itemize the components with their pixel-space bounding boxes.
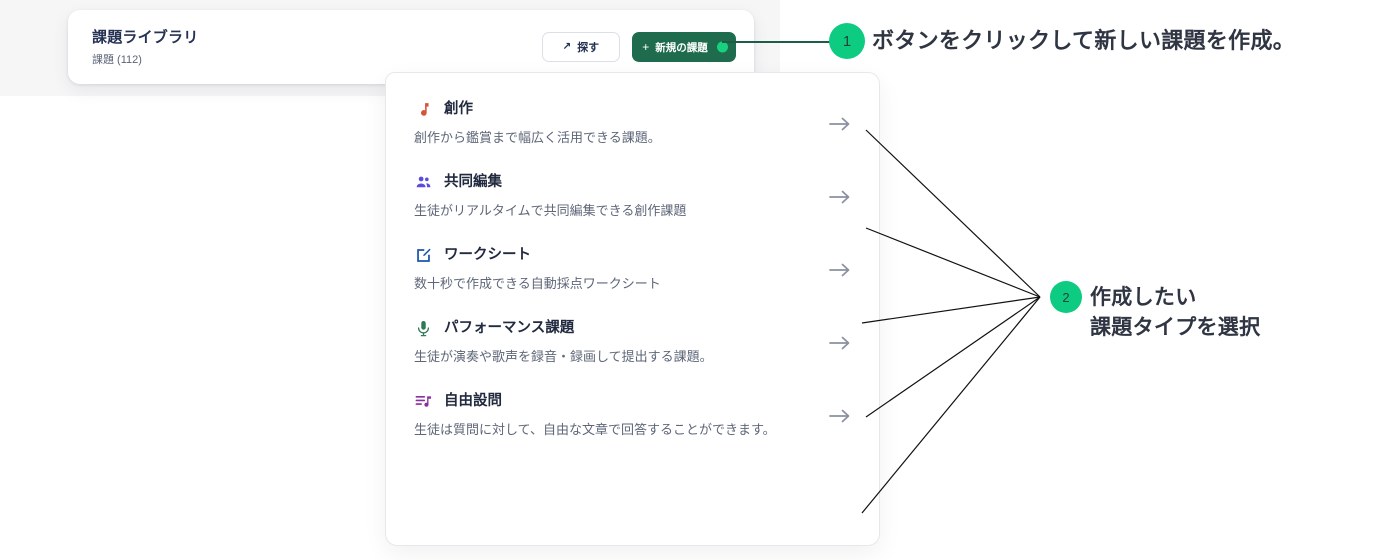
menu-item-title: パフォーマンス課題 — [444, 319, 575, 336]
header-actions: ↗ 探す + 新規の課題 — [542, 32, 736, 62]
menu-item-performance[interactable]: パフォーマンス課題 生徒が演奏や歌声を録音・録画して提出する課題。 — [386, 306, 879, 379]
arrow-up-right-icon: ↗ — [562, 41, 572, 52]
menu-item-head: 創作 — [414, 98, 801, 120]
microphone-icon — [417, 320, 430, 336]
menu-item-body: 共同編集 生徒がリアルタイムで共同編集できる創作課題 — [414, 171, 827, 222]
menu-item-worksheet[interactable]: ワークシート 数十秒で作成できる自動採点ワークシート — [386, 233, 879, 306]
menu-item-title: 創作 — [444, 100, 473, 117]
annotation-callout-1: ボタンをクリックして新しい課題を作成。 — [872, 25, 1295, 57]
menu-item-head: 共同編集 — [414, 171, 801, 193]
menu-item-body: 自由設問 生徒は質問に対して、自由な文章で回答することができます。 — [414, 390, 827, 441]
menu-item-title: 共同編集 — [444, 173, 502, 190]
explore-button[interactable]: ↗ 探す — [542, 32, 620, 62]
menu-item-head: 自由設問 — [414, 390, 801, 412]
plus-icon: + — [642, 40, 650, 54]
menu-item-description: 数十秒で作成できる自動採点ワークシート — [414, 276, 661, 291]
menu-item-body: 創作 創作から鑑賞まで幅広く活用できる課題。 — [414, 98, 827, 149]
annotation-badge-1-number: 1 — [842, 32, 852, 50]
annotation-callout-2-line1: 作成したい — [1090, 286, 1197, 309]
arrow-right-icon[interactable] — [827, 263, 853, 277]
assignment-type-menu: 創作 創作から鑑賞まで幅広く活用できる課題。 — [385, 72, 880, 546]
new-assignment-label: 新規の課題 — [655, 41, 708, 54]
annotation-callout-2-line2: 課題タイプを選択 — [1090, 316, 1261, 339]
arrow-right-icon[interactable] — [827, 409, 853, 423]
menu-item-head: パフォーマンス課題 — [414, 317, 801, 339]
annotation-badge-2: 2 — [1050, 281, 1082, 313]
page-title: 課題ライブラリ — [92, 28, 199, 46]
menu-item-head: ワークシート — [414, 244, 801, 266]
annotation-callout-2: 作成したい 課題タイプを選択 — [1090, 283, 1260, 343]
menu-item-collaboration[interactable]: 共同編集 生徒がリアルタイムで共同編集できる創作課題 — [386, 160, 879, 233]
menu-item-body: ワークシート 数十秒で作成できる自動採点ワークシート — [414, 244, 827, 295]
assignment-type-list: 創作 創作から鑑賞まで幅広く活用できる課題。 — [386, 73, 879, 452]
header-text-block: 課題ライブラリ 課題 (112) — [92, 28, 542, 67]
annotation-callout-1-text: ボタンをクリックして新しい課題を作成。 — [872, 28, 1296, 53]
library-header-card: 課題ライブラリ 課題 (112) ↗ 探す + 新規の課題 — [68, 10, 754, 84]
arrow-right-icon[interactable] — [827, 117, 853, 131]
explore-button-label: 探す — [577, 42, 600, 54]
menu-item-title: 自由設問 — [444, 392, 502, 409]
menu-item-description: 生徒が演奏や歌声を録音・録画して提出する課題。 — [414, 349, 713, 364]
music-note-icon — [420, 102, 429, 116]
menu-item-title: ワークシート — [444, 246, 531, 263]
annotation-badge-2-number: 2 — [1062, 289, 1070, 305]
menu-item-free-response[interactable]: 自由設問 生徒は質問に対して、自由な文章で回答することができます。 — [386, 379, 879, 452]
assignment-count: 課題 (112) — [92, 53, 142, 66]
menu-item-body: パフォーマンス課題 生徒が演奏や歌声を録音・録画して提出する課題。 — [414, 317, 827, 368]
menu-item-description: 生徒は質問に対して、自由な文章で回答することができます。 — [414, 422, 776, 437]
menu-item-description: 創作から鑑賞まで幅広く活用できる課題。 — [414, 130, 661, 145]
status-dot-icon — [717, 41, 728, 53]
annotation-badge-1: 1 — [829, 23, 865, 59]
arrow-right-icon[interactable] — [827, 336, 853, 350]
queue-music-icon — [415, 395, 432, 407]
menu-item-description: 生徒がリアルタイムで共同編集できる創作課題 — [414, 203, 687, 218]
people-group-icon — [416, 176, 431, 187]
arrow-right-icon[interactable] — [827, 190, 853, 204]
menu-item-creation[interactable]: 創作 創作から鑑賞まで幅広く活用できる課題。 — [386, 87, 879, 160]
new-assignment-button[interactable]: + 新規の課題 — [632, 32, 736, 62]
edit-square-icon — [417, 248, 431, 262]
